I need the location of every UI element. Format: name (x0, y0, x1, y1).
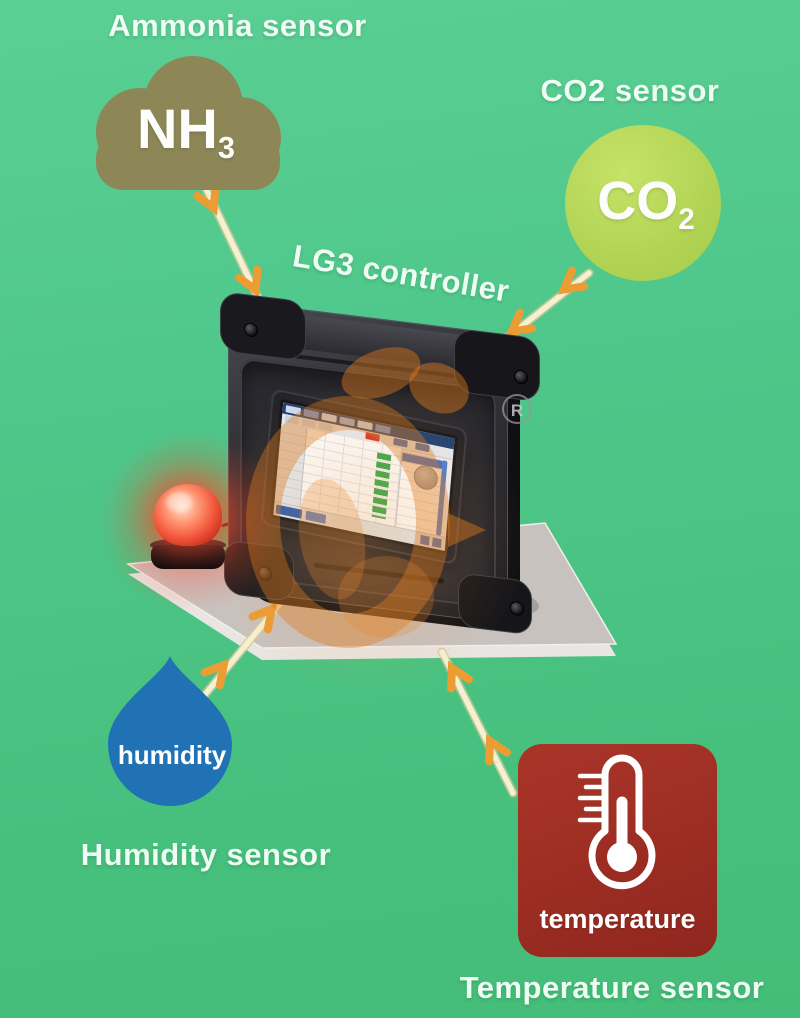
temperature-sensor-card: temperature (518, 744, 717, 957)
screen-tab (284, 414, 300, 425)
thermometer-icon (577, 754, 656, 890)
humidity-badge-label: humidity (117, 740, 227, 770)
alarm-highlight (166, 492, 192, 512)
co2-sensor-bubble (565, 125, 721, 281)
corner-guard-top-left (220, 291, 306, 362)
screen-toolbar-button (415, 442, 430, 453)
screen-bottom-icon (431, 537, 442, 549)
ammonia-formula: NH3 (116, 96, 256, 165)
alarm-base (151, 545, 225, 569)
screen-tab (301, 418, 317, 429)
co2-formula-main: CO (597, 171, 679, 231)
arrow-ammonia-to-controller (193, 171, 271, 319)
alarm-beacon-icon (154, 484, 222, 546)
co2-formula: CO2 (576, 170, 716, 236)
arrow-humidity-to-controller (198, 595, 288, 702)
screen-alert-button (365, 431, 380, 442)
co2-formula-subscript: 2 (678, 202, 695, 236)
humidity-droplet (107, 656, 233, 807)
screen-bottom-button (305, 510, 327, 524)
humidity-sensor-title: Humidity sensor (80, 837, 332, 872)
ammonia-formula-subscript: 3 (217, 129, 236, 165)
temperature-badge-label: temperature (539, 904, 696, 934)
screen-bottom-icon (419, 534, 430, 546)
ammonia-cloud (96, 56, 281, 190)
ammonia-formula-main: NH (136, 97, 218, 160)
co2-sensor-title: CO2 sensor (540, 73, 720, 108)
screen-toolbar-button (393, 437, 408, 448)
temperature-sensor-title: Temperature sensor (459, 970, 765, 1005)
arrow-temperature-to-controller (437, 647, 518, 798)
corner-guard-top-right (454, 327, 540, 403)
arrow-co2-to-controller (493, 266, 594, 350)
ammonia-sensor-title: Ammonia sensor (108, 8, 367, 43)
screen-tab (318, 422, 334, 432)
lg3-controller-device (220, 291, 540, 636)
